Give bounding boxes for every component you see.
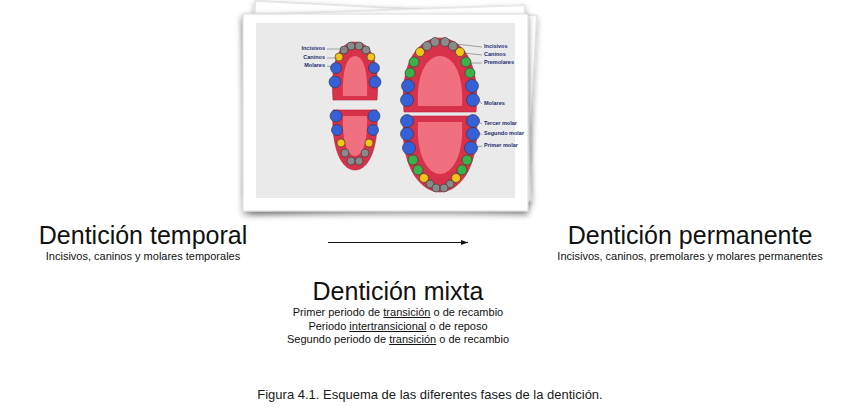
phase-detail: Periodo intertransicional o de reposo — [287, 320, 509, 334]
phase-text-group: Dentición temporalIncisivos, caninos y m… — [39, 221, 247, 264]
underlined-word: transición — [389, 333, 436, 345]
tooth-label: Premolares — [484, 59, 514, 66]
underlined-word: transición — [383, 306, 430, 318]
phase-title: Dentición permanente — [557, 221, 822, 250]
leader-lines — [327, 44, 482, 147]
tooth-label: Incisivos — [484, 43, 508, 50]
phase-title: Dentición temporal — [39, 221, 247, 250]
permanent-arch — [401, 38, 480, 193]
tooth-label: Primer molar — [484, 142, 518, 149]
tooth-label: Molares — [304, 62, 325, 69]
phase-block: Dentición mixtaPrimer periodo de transic… — [283, 275, 513, 349]
phase-title: Dentición mixta — [287, 277, 509, 306]
phase-text-group: Dentición permanenteIncisivos, caninos, … — [557, 221, 822, 264]
phase-arrow — [328, 242, 468, 243]
phase-block: Dentición temporalIncisivos, caninos y m… — [35, 219, 328, 266]
tooth-label: Segundo molar — [484, 130, 524, 137]
tooth-label: Caninos — [303, 54, 325, 61]
phase-text-group: Dentición mixtaPrimer periodo de transic… — [287, 277, 509, 347]
tooth-label: Molares — [484, 100, 505, 107]
phase-detail: Primer periodo de transición o de recamb… — [287, 306, 509, 320]
tooth-label: Caninos — [484, 51, 506, 58]
phase-detail: Incisivos, caninos, premolares y molares… — [557, 250, 822, 264]
tooth-label: Tercer molar — [484, 120, 517, 127]
phase-block: Dentición permanenteIncisivos, caninos, … — [468, 219, 827, 266]
phase-detail: Incisivos, caninos y molares temporales — [39, 250, 247, 264]
figure-caption: Figura 4.1. Esquema de las diferentes fa… — [257, 387, 602, 403]
phase-detail: Segundo periodo de transición o de recam… — [287, 333, 509, 347]
photo-stack — [243, 1, 537, 211]
underlined-word: intertransicional — [349, 320, 426, 332]
temporary-arch — [329, 42, 381, 170]
tooth-label: Incisivos — [301, 45, 325, 52]
